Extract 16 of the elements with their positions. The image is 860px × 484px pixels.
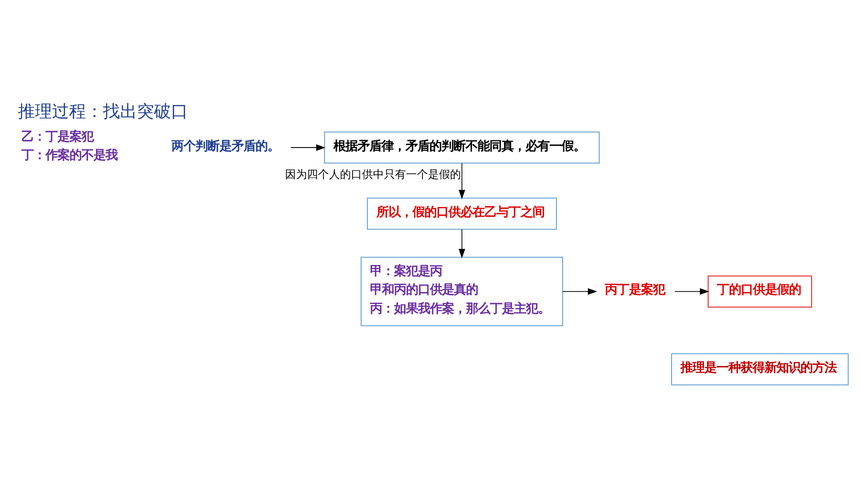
node-box: 甲：案犯是丙 甲和丙的口供是真的 丙：如果我作案，那么丁是主犯。 xyxy=(360,256,564,326)
node-text: 丙丁是案犯 xyxy=(605,281,666,296)
arrow xyxy=(458,162,466,199)
arrow xyxy=(562,288,598,294)
node-box: 推理是一种获得新知识的方法 xyxy=(671,352,849,385)
label: 乙：丁是案犯 xyxy=(22,128,94,143)
label: 丁：作案的不是我 xyxy=(22,146,118,162)
edge-label: 因为四个人的口供中只有一个是假的 xyxy=(284,167,461,180)
node-box: 丁的口供是假的 xyxy=(708,275,812,307)
diagram-title: 推理过程：找出突破口 xyxy=(18,101,188,122)
node-text: 两个判断是矛盾的。 xyxy=(172,137,280,152)
node-box: 根据矛盾律，矛盾的判断不能同真，必有一假。 xyxy=(324,131,600,164)
arrow xyxy=(674,288,710,294)
arrow xyxy=(290,144,326,150)
node-box: 所以，假的口供必在乙与丁之间 xyxy=(366,197,557,230)
arrow xyxy=(458,228,466,258)
